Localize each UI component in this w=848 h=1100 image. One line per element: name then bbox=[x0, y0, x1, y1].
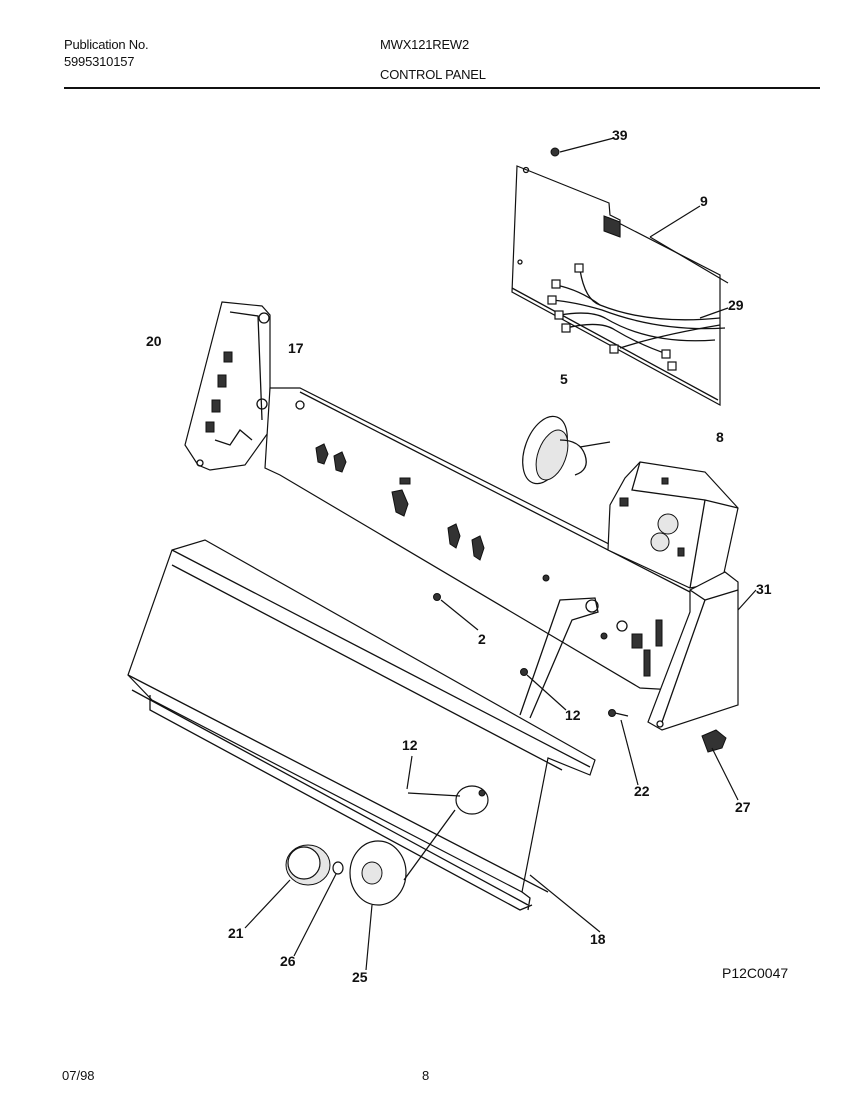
model-number: MWX121REW2 bbox=[380, 37, 470, 52]
part-21-knob bbox=[285, 844, 331, 886]
callout-29: 29 bbox=[728, 297, 744, 313]
callout-12-upper: 12 bbox=[565, 707, 581, 723]
callout-27: 27 bbox=[735, 799, 751, 815]
timer-bracket bbox=[519, 597, 599, 719]
callout-9: 9 bbox=[700, 193, 708, 209]
publication-label: Publication No. bbox=[64, 37, 149, 52]
callout-39: 39 bbox=[612, 127, 628, 143]
callout-31: 31 bbox=[756, 581, 772, 597]
callout-12-lower: 12 bbox=[402, 737, 418, 753]
callout-labels: 39 9 29 20 17 5 8 31 2 12 22 27 12 18 21… bbox=[146, 127, 772, 985]
part-9-back-panel bbox=[511, 165, 721, 407]
part-29-wire-harness bbox=[547, 263, 726, 371]
callout-5: 5 bbox=[560, 371, 568, 387]
callout-17: 17 bbox=[288, 340, 304, 356]
part-17-end-bracket bbox=[184, 301, 271, 471]
callout-21: 21 bbox=[228, 925, 244, 941]
section-title: CONTROL PANEL bbox=[380, 67, 486, 82]
pressure-switch bbox=[522, 415, 611, 485]
part-26-washer bbox=[332, 861, 344, 875]
figure-code: P12C0047 bbox=[722, 965, 788, 981]
header-rule bbox=[64, 87, 820, 89]
leader-lines bbox=[244, 137, 757, 971]
callout-8: 8 bbox=[716, 429, 724, 445]
footer-date: 07/98 bbox=[62, 1068, 95, 1083]
callout-20: 20 bbox=[146, 333, 162, 349]
publication-number: 5995310157 bbox=[64, 54, 135, 69]
callout-22: 22 bbox=[634, 783, 650, 799]
part-8-timer bbox=[607, 461, 739, 589]
footer-page-number: 8 bbox=[422, 1068, 430, 1083]
part-27-clip bbox=[701, 729, 727, 753]
callout-18: 18 bbox=[590, 931, 606, 947]
part-31-end-bracket bbox=[647, 571, 739, 731]
callout-26: 26 bbox=[280, 953, 296, 969]
callout-25: 25 bbox=[352, 969, 368, 985]
dial-lens bbox=[407, 785, 489, 815]
part-22-screw bbox=[608, 709, 629, 717]
part-39-screw bbox=[550, 147, 560, 157]
part-25-dial-skirt bbox=[349, 809, 456, 906]
callout-2: 2 bbox=[478, 631, 486, 647]
